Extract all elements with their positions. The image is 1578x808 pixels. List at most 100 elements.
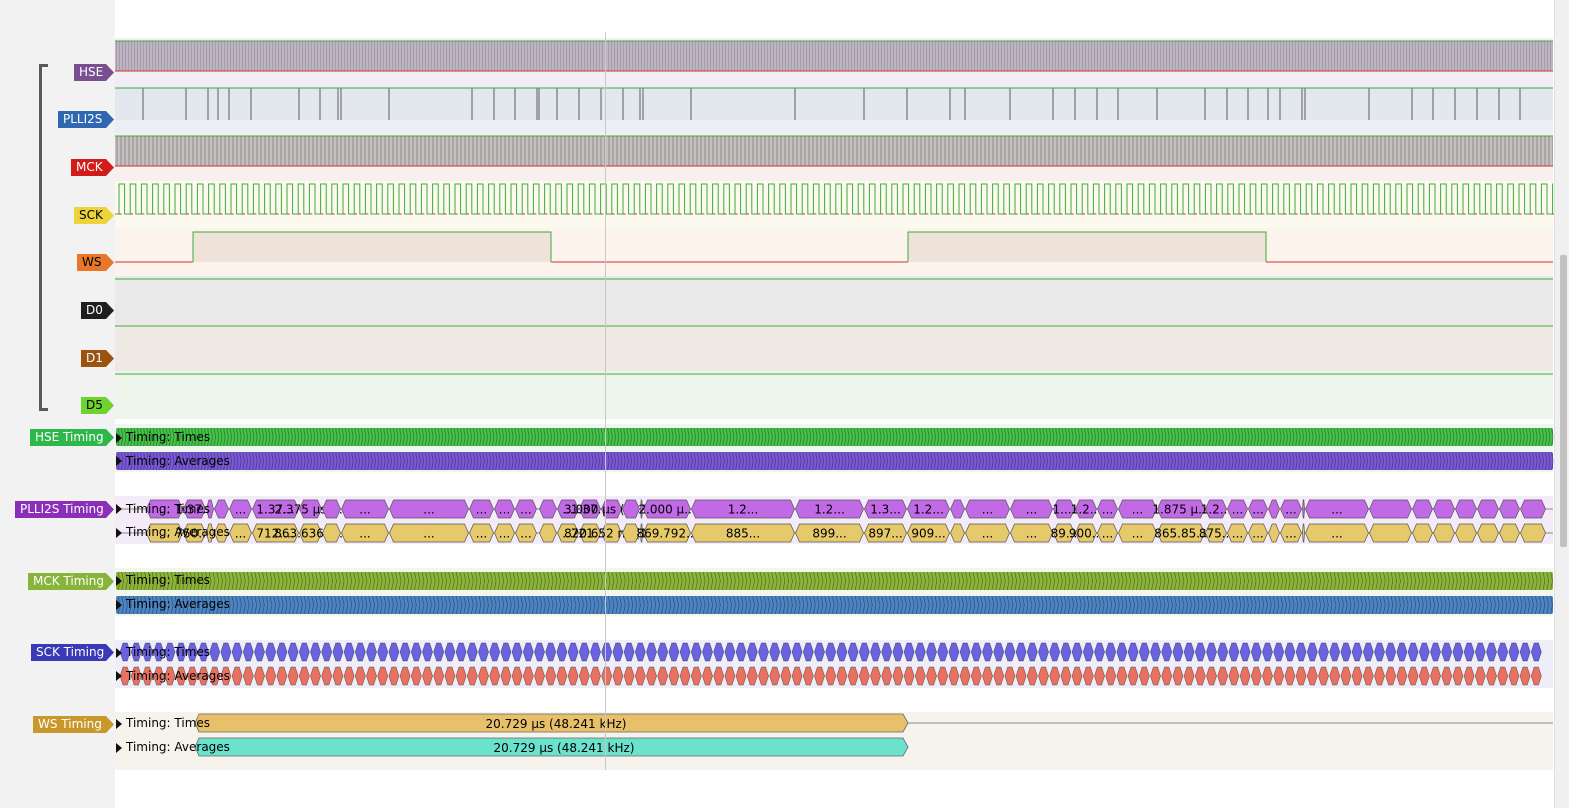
plli2s-averages-frame — [1075, 523, 1097, 543]
expand-arrow-icon[interactable] — [116, 576, 122, 586]
expand-arrow-icon[interactable] — [116, 648, 122, 658]
sck-times-frame — [825, 642, 837, 662]
expand-arrow-icon[interactable] — [116, 719, 122, 729]
expand-arrow-icon[interactable] — [116, 600, 122, 610]
expand-arrow-icon[interactable] — [116, 671, 122, 681]
sck-times-frame — [511, 642, 523, 662]
sck-times-frame — [1049, 642, 1061, 662]
plli2s-times-frame — [579, 499, 601, 519]
sck-times-frame — [1318, 642, 1329, 662]
row-background — [115, 371, 1553, 419]
timing-cursor-line[interactable] — [605, 32, 606, 770]
sck-averages-frame — [601, 666, 613, 686]
sck-averages-frame — [1530, 666, 1542, 686]
sck-averages-frame — [948, 666, 960, 686]
channel-tag-hse[interactable]: HSE — [74, 64, 114, 81]
sck-averages-frame — [242, 666, 254, 686]
plli2s-times-frame — [622, 499, 640, 519]
sck-averages-frame — [422, 666, 433, 686]
analyzer-tag-mck-timing[interactable]: MCK Timing — [28, 573, 114, 590]
plli2s-times-frame — [1157, 499, 1205, 519]
row-background — [115, 276, 1553, 324]
plli2s-times-frame — [864, 499, 907, 519]
plli2s-times-frame — [515, 499, 537, 519]
plli2s-averages-frame — [1205, 523, 1227, 543]
sck-times-frame — [1026, 642, 1038, 662]
channel-tag-plli2s[interactable]: PLLI2S — [58, 111, 114, 128]
plli2s-averages-frame — [1053, 523, 1075, 543]
waveform-area[interactable]: ...1.37......1.37...2.375 µs (..........… — [115, 0, 1554, 808]
plli2s-averages-frame — [691, 523, 795, 543]
analyzer-tag-sck-timing[interactable]: SCK Timing — [31, 644, 114, 661]
sck-averages-frame — [444, 666, 456, 686]
plli2s-averages-frame — [1305, 523, 1369, 543]
channel-group-bracket[interactable] — [39, 64, 48, 411]
plli2s-averages-frame-label: 865.85... — [1154, 527, 1207, 541]
sck-averages-frame — [1452, 666, 1464, 686]
sck-times-frame — [287, 642, 299, 662]
plli2s-times-frame — [557, 499, 579, 519]
channel-tag-d0[interactable]: D0 — [81, 302, 114, 319]
analyzer-tag-ws-timing[interactable]: WS Timing — [33, 716, 114, 733]
ws-averages-frame-label: 20.729 µs (48.241 kHz) — [494, 741, 635, 755]
plli2s-averages-frame — [341, 523, 389, 543]
plli2s-averages-frame-label: 721.... — [571, 527, 609, 541]
plli2s-times-frame-label: ... — [476, 503, 487, 517]
plli2s-times-frame — [1075, 499, 1097, 519]
analyzer-tag-hse-timing[interactable]: HSE Timing — [30, 429, 114, 446]
sck-times-frame — [1351, 642, 1363, 662]
sck-times-frame — [1194, 642, 1206, 662]
plli2s-averages-label: Timing: Averages — [126, 525, 230, 539]
sck-averages-frame — [970, 666, 982, 686]
plli2s-times-frame — [206, 499, 214, 519]
channel-tag-mck[interactable]: MCK — [71, 159, 114, 176]
plli2s-averages-frame — [206, 523, 214, 543]
row-background — [115, 324, 1553, 372]
sck-averages-frame — [1318, 666, 1329, 686]
sck-averages-frame — [186, 666, 198, 686]
ws-times-frame-label: 20.729 µs (48.241 kHz) — [486, 717, 627, 731]
sck-averages-frame — [1116, 666, 1128, 686]
expand-arrow-icon[interactable] — [116, 456, 122, 466]
sck-times-frame — [265, 642, 277, 662]
sck-averages-frame — [119, 666, 131, 686]
plli2s-averages-frame-label: 909... — [911, 527, 945, 541]
hse-times-label: Timing: Times — [126, 430, 211, 444]
plli2s-times-frame — [146, 499, 183, 519]
sck-averages-frame — [914, 666, 926, 686]
expand-arrow-icon[interactable] — [116, 433, 122, 443]
expand-arrow-icon[interactable] — [116, 504, 122, 514]
plli2s-times-frame-label: 1.37... — [175, 503, 213, 517]
expand-arrow-icon[interactable] — [116, 743, 122, 753]
sck-times-frame — [220, 642, 232, 662]
sck-times-frame — [1486, 642, 1497, 662]
ws-times-frame — [194, 713, 909, 733]
sck-times-frame — [847, 642, 859, 662]
channel-tag-ws[interactable]: WS — [77, 254, 114, 271]
scrollbar-thumb[interactable] — [1560, 255, 1567, 547]
sck-times-frame — [1161, 642, 1173, 662]
channel-tag-d1[interactable]: D1 — [81, 350, 114, 367]
sck-averages-frame — [153, 666, 165, 686]
sck-times-frame — [254, 642, 265, 662]
analyzer-tag-plli2s-timing[interactable]: PLLI2S Timing — [15, 501, 114, 518]
sck-averages-frame — [164, 666, 176, 686]
sck-times-frame — [903, 642, 915, 662]
channel-tag-d5[interactable]: D5 — [81, 397, 114, 414]
plli2s-times-frame — [1010, 499, 1053, 519]
plli2s-times-frame-label: ... — [1285, 503, 1296, 517]
expand-arrow-icon[interactable] — [116, 528, 122, 538]
plli2s-averages-frame — [643, 523, 691, 543]
sck-times-frame — [276, 642, 288, 662]
plli2s-times-frame — [795, 499, 864, 519]
channel-tag-sck[interactable]: SCK — [74, 207, 114, 224]
plli2s-times-frame-label: ... — [359, 503, 370, 517]
plli2s-averages-frame — [183, 523, 206, 543]
plli2s-times-frame — [539, 499, 557, 519]
sck-averages-frame — [366, 666, 377, 686]
plli2s-times-frame — [1302, 499, 1305, 519]
sck-times-frame — [1530, 642, 1542, 662]
sck-times-frame — [142, 642, 153, 662]
plli2s-averages-frame — [1280, 523, 1302, 543]
plli2s-times-frame-label: ... — [1232, 503, 1243, 517]
